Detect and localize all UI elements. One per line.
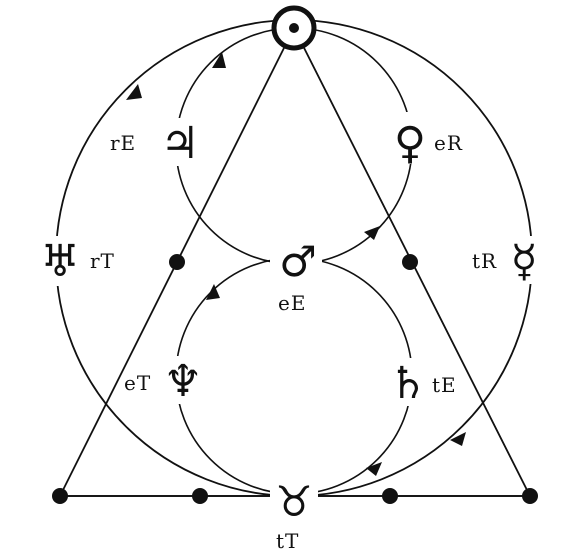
arrow-lower-right <box>366 462 382 476</box>
label-eR: eR <box>434 131 463 155</box>
mercury-mask <box>502 236 546 284</box>
label-rT: rT <box>90 249 115 273</box>
venus-mask <box>388 112 432 164</box>
dot-bottom-right <box>522 488 538 504</box>
venus-icon: ♀ <box>394 118 426 169</box>
uranus-icon: ♅ <box>40 236 79 287</box>
arrow-lower-left <box>206 284 220 300</box>
label-tT: tT <box>276 529 299 553</box>
taurus-icon: ♉ <box>275 477 313 526</box>
sun-icon <box>271 5 317 51</box>
dot-bottom-left <box>52 488 68 504</box>
saturn-mask <box>386 358 430 406</box>
label-rE: rE <box>110 131 136 155</box>
pluto-mask <box>270 474 318 522</box>
arrow-upper-left <box>212 52 226 68</box>
saturn-icon: ♄ <box>388 358 427 409</box>
jupiter-mask <box>158 118 200 166</box>
label-tE: tE <box>432 373 457 397</box>
arrow-upper-right <box>364 226 380 240</box>
mars-mask <box>270 240 322 280</box>
arrow-outer-right <box>450 432 466 446</box>
neptune-icon: ♆ <box>163 356 202 407</box>
dot-bottom-mid-right <box>382 488 398 504</box>
dot-left-middle <box>169 254 185 270</box>
jupiter-icon: ♃ <box>160 118 199 169</box>
dot-right-middle <box>402 254 418 270</box>
label-eE: eE <box>278 291 306 315</box>
mercury-icon: ☿ <box>510 236 537 287</box>
neptune-mask <box>162 356 204 404</box>
dot-bottom-mid-left <box>192 488 208 504</box>
mars-icon: ♂ <box>279 237 317 286</box>
label-eT: eT <box>124 371 151 395</box>
uranus-mask <box>36 236 82 286</box>
arrow-outer-left <box>126 84 142 100</box>
label-tR: tR <box>472 249 497 273</box>
